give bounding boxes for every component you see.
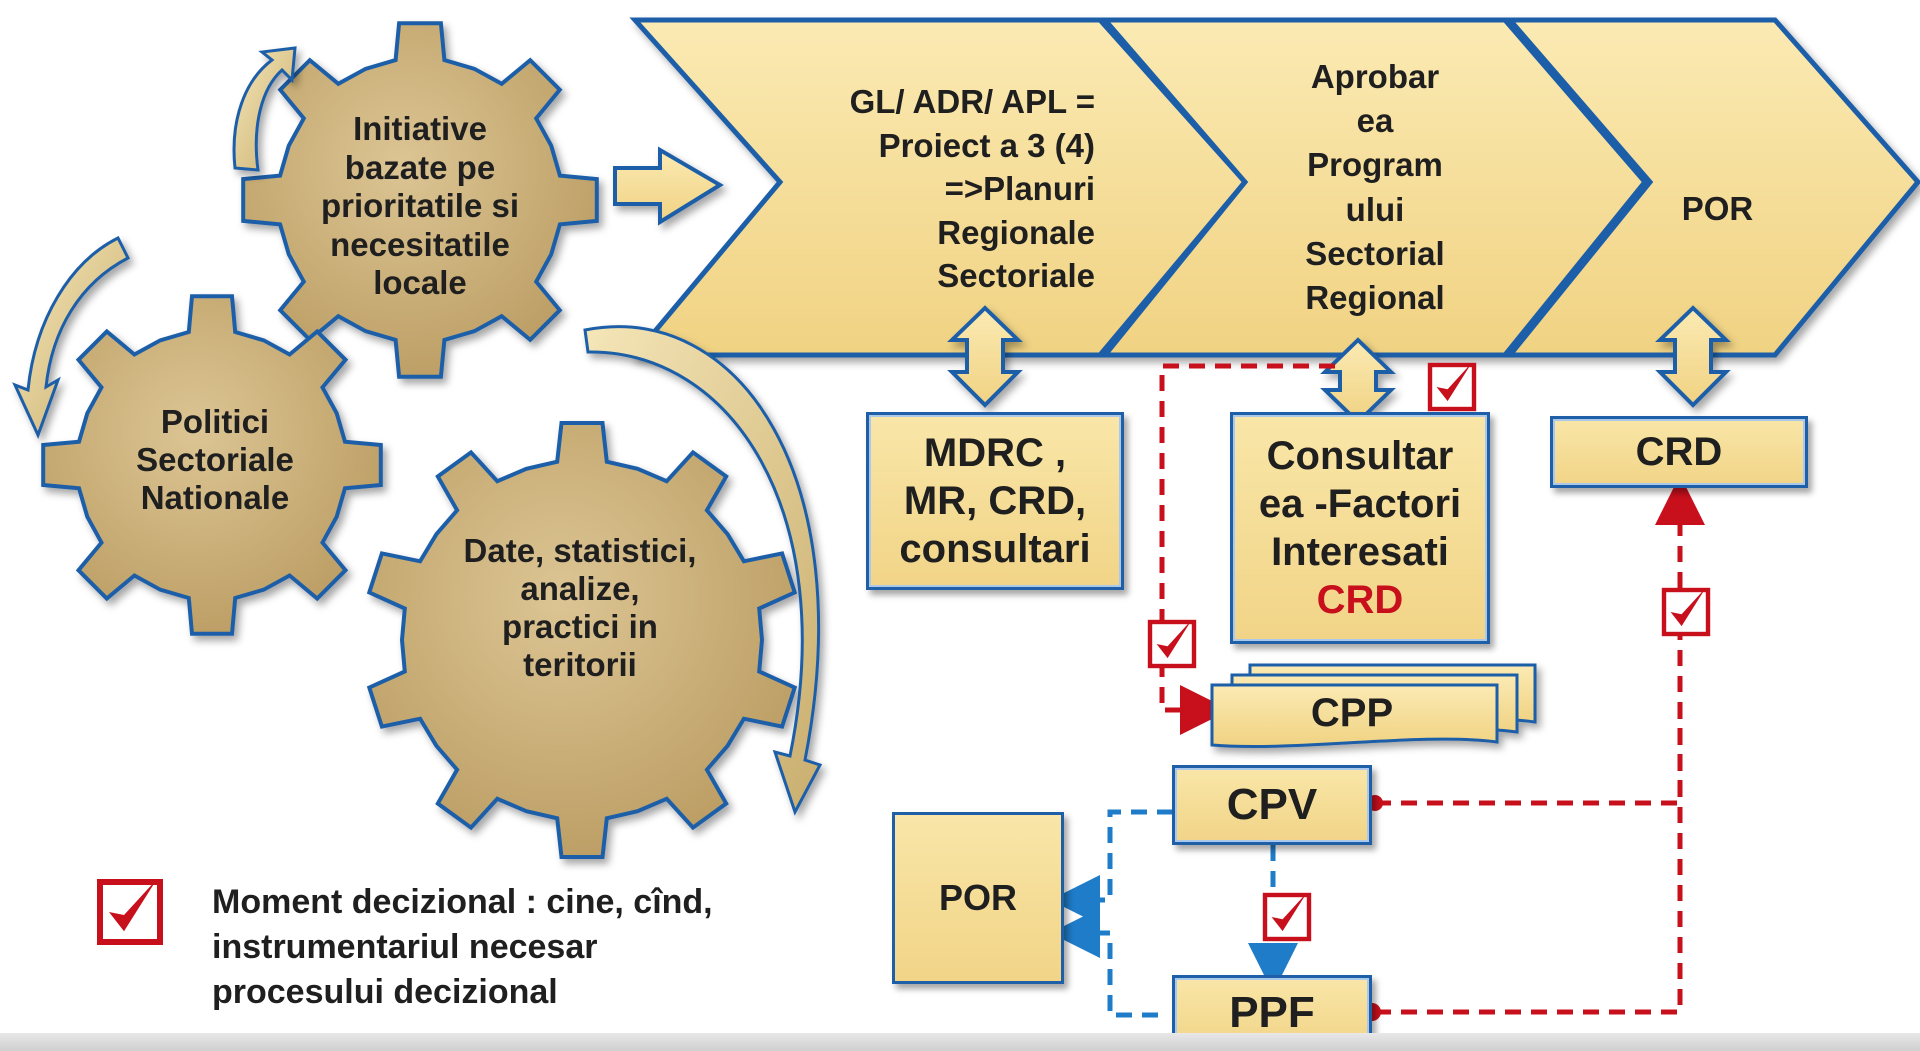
gear-politici — [41, 294, 383, 636]
box-mdrc-label: MDRC , MR, CRD, consultari — [899, 431, 1091, 571]
box-mdrc: MDRC , MR, CRD, consultari — [866, 412, 1124, 590]
check-icon-left — [1147, 619, 1197, 669]
box-crd-label: CRD — [1635, 430, 1723, 474]
bottom-band — [0, 1033, 1920, 1051]
cpp-document-stack — [1210, 663, 1537, 748]
check-icon-aprobare — [1427, 362, 1477, 412]
gear-initiative — [241, 21, 599, 379]
box-ppf-label: PPF — [1229, 987, 1315, 1037]
chevron-por — [1504, 17, 1920, 358]
check-icon-right — [1661, 587, 1711, 637]
box-cpp-label: CPP — [1310, 691, 1394, 735]
box-consultare: Consultar ea -Factori Interesati CRD — [1230, 412, 1490, 644]
gear-date — [366, 421, 798, 859]
box-consultare-label: Consultar ea -Factori Interesati — [1258, 434, 1462, 574]
chevron-gl-label: GL/ ADR/ APL = Proiect a 3 (4) =>Planuri… — [849, 83, 1095, 295]
gear-initiative-label: Initiative bazate pe prioritatile si nec… — [320, 110, 520, 302]
gear-politici-label: Politici Sectoriale Nationale — [136, 403, 294, 516]
check-icon-legend — [97, 879, 163, 945]
double-arrow-icon-1 — [947, 305, 1023, 408]
box-por-small-label: POR — [938, 877, 1017, 919]
box-cpv-label: CPV — [1226, 779, 1318, 829]
double-arrow-icon-3 — [1655, 305, 1731, 408]
legend-text: Moment decizional : cine, cînd, instrume… — [212, 883, 713, 1012]
gears-group — [41, 21, 798, 859]
box-por-small: POR — [892, 812, 1064, 984]
box-crd: CRD — [1550, 416, 1808, 488]
chevron-gl — [629, 17, 1249, 358]
gear-date-label: Date, statistici, analize, practici in t… — [463, 532, 697, 683]
box-consultare-crd: CRD — [1316, 578, 1404, 622]
chevron-aprobare — [1099, 17, 1649, 358]
chevron-aprobare-label: Aprobar ea Program ului Sectorial Region… — [1305, 58, 1445, 317]
curved-arrow-icon-top — [232, 46, 297, 172]
curved-arrow-icon-left — [12, 235, 131, 439]
curved-arrow-icon-right — [583, 325, 823, 816]
chevron-por-label: POR — [1681, 190, 1754, 227]
check-icon-cpv — [1262, 892, 1312, 942]
box-cpv: CPV — [1172, 765, 1372, 845]
right-arrow-icon — [613, 146, 724, 226]
